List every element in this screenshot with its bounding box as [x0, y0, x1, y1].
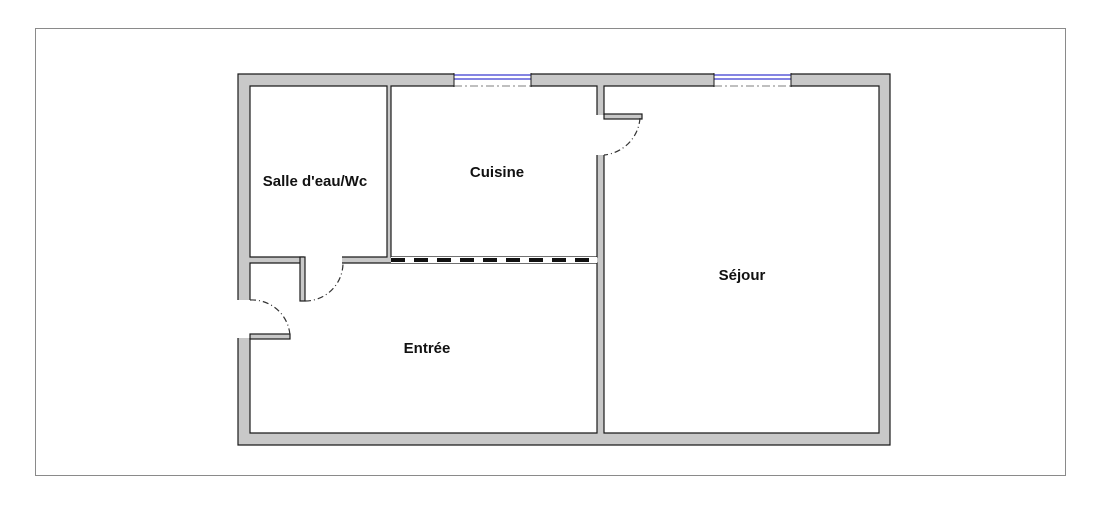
door-entrance — [249, 299, 291, 340]
label-kitchen: Cuisine — [470, 164, 524, 181]
door-opening-entrance — [237, 300, 251, 338]
label-bathroom: Salle d'eau/Wc — [263, 173, 367, 190]
door-bathroom — [299, 256, 344, 302]
label-living: Séjour — [719, 267, 766, 284]
label-entrance: Entrée — [404, 340, 451, 357]
window-living — [713, 73, 792, 87]
door-living — [603, 113, 643, 156]
plan-frame — [35, 28, 1066, 476]
door-opening-living — [596, 115, 605, 155]
door-opening-bathroom — [304, 256, 342, 264]
window-kitchen — [453, 73, 532, 87]
